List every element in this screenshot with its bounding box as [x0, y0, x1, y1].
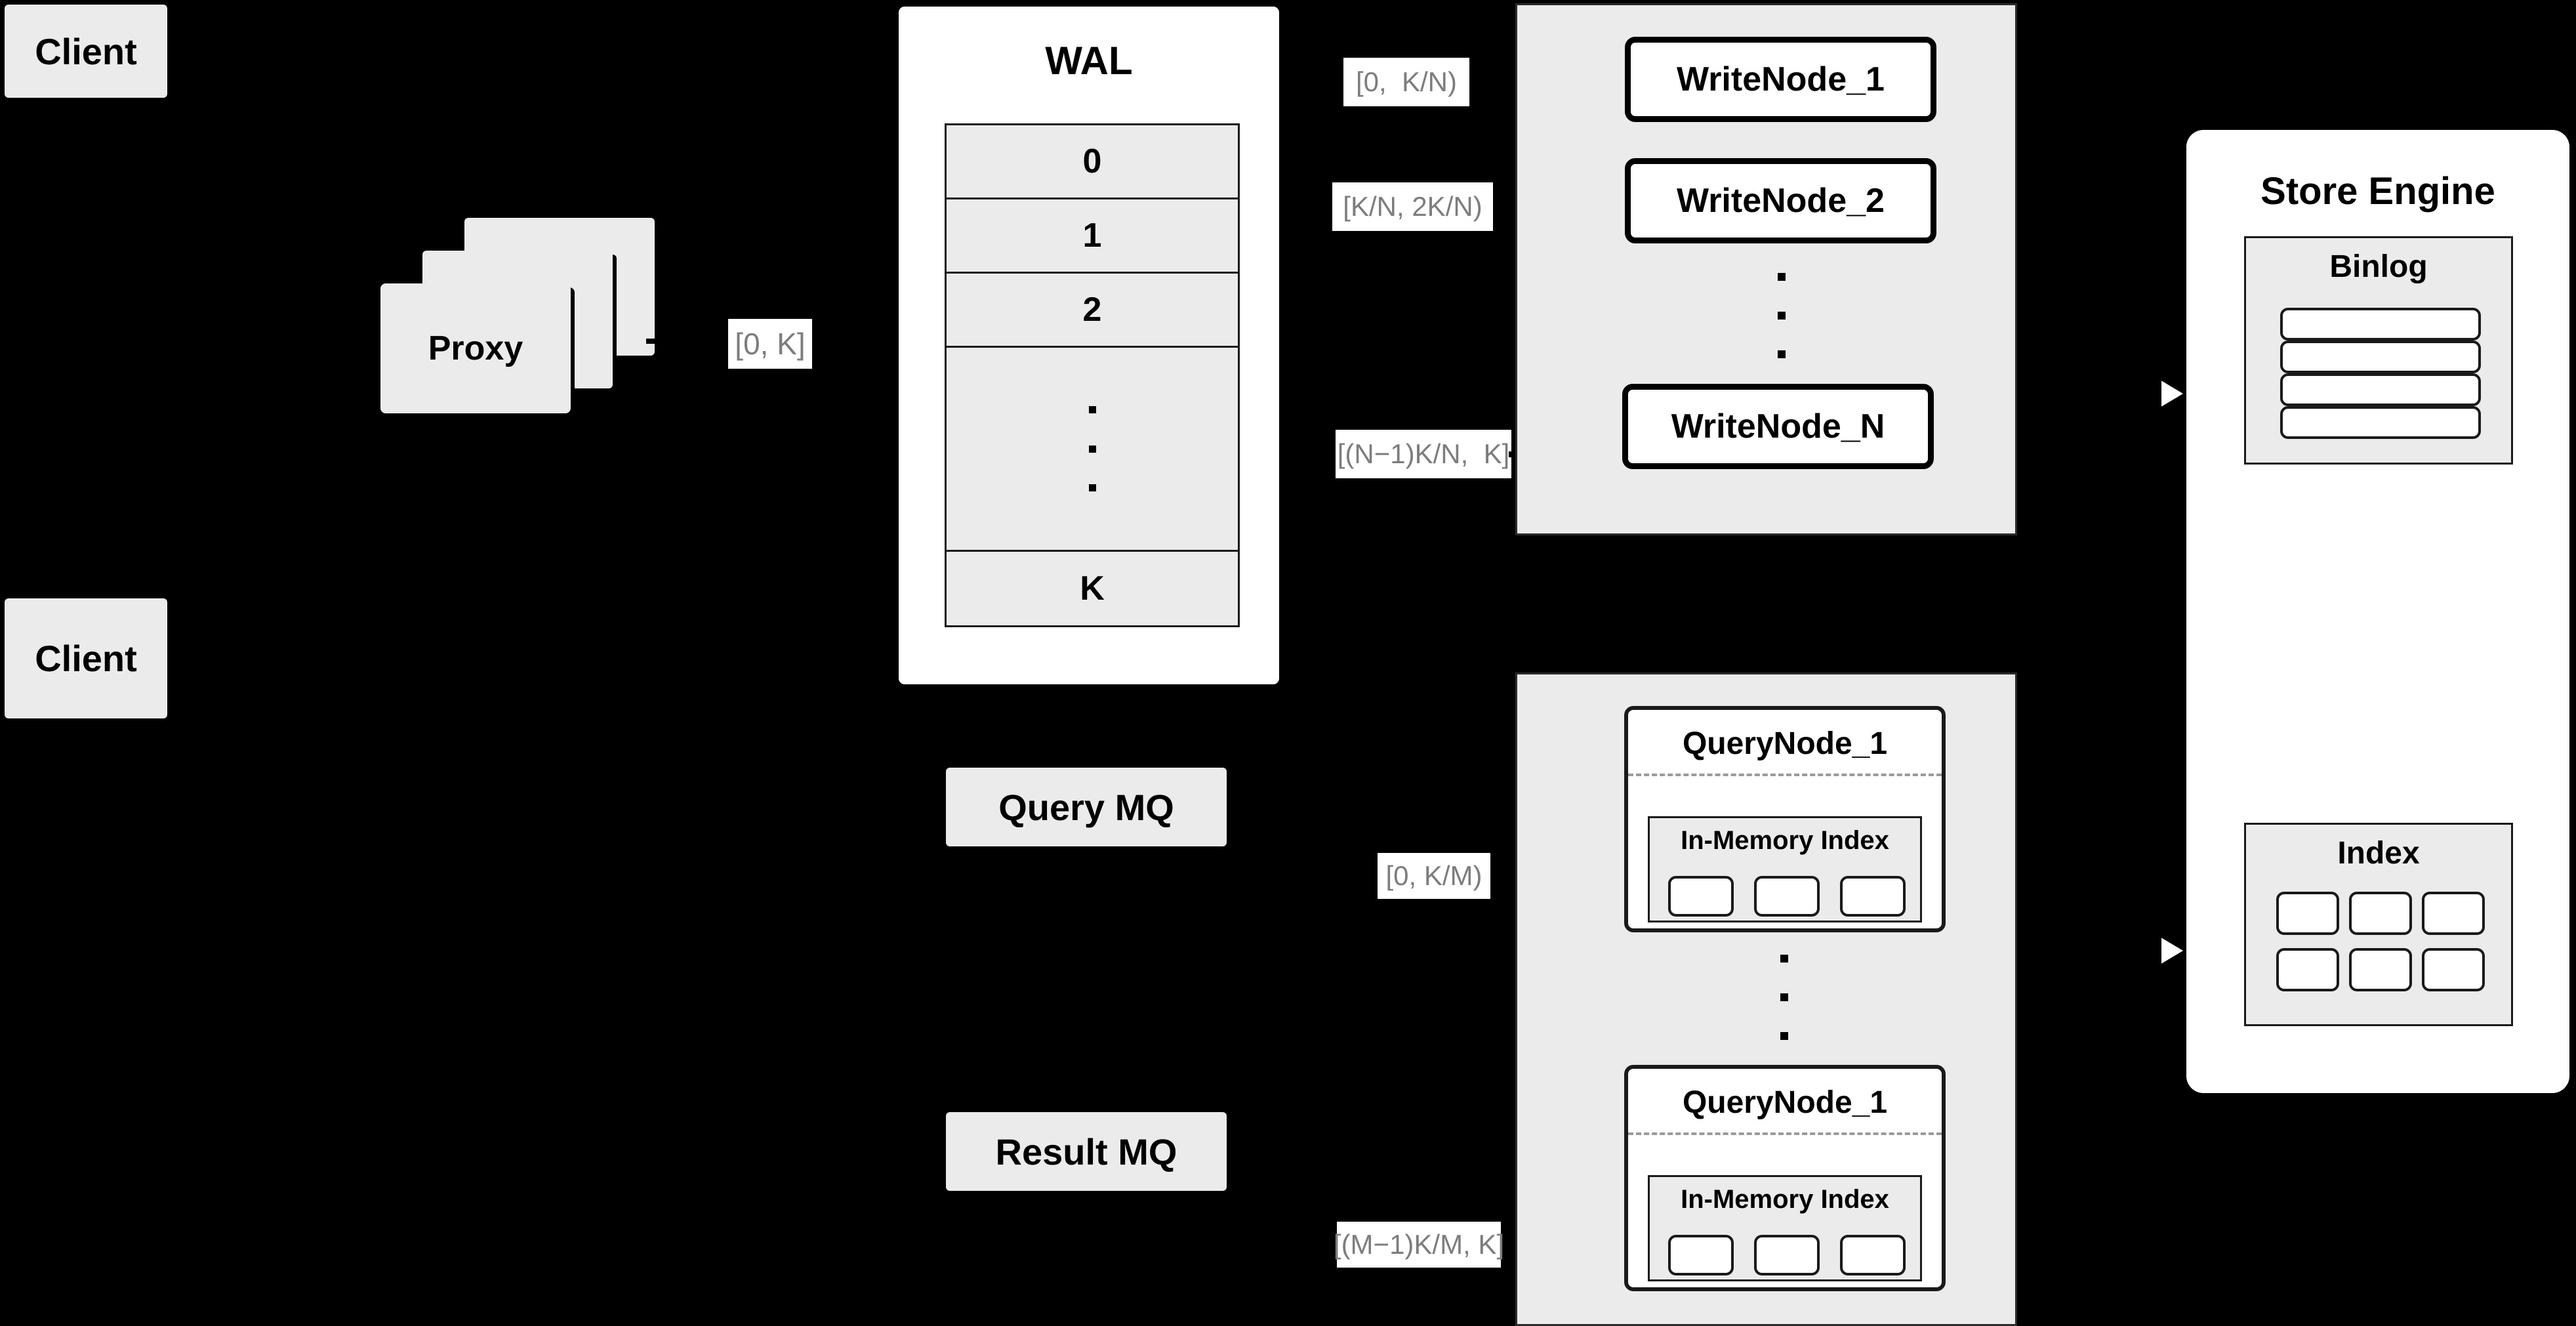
query-node-title: QueryNode_1 — [1682, 1085, 1888, 1120]
in-memory-index-title: In-Memory Index — [1681, 1185, 1889, 1214]
write-node-label: WriteNode_1 — [1677, 60, 1885, 98]
binlog-panel: Binlog — [2244, 236, 2513, 465]
proxy-to-wal-connector — [646, 339, 672, 344]
edge-label-text: [(M−1)K/M, K] — [1333, 1229, 1505, 1260]
edge-label-text: [0, K] — [735, 327, 806, 361]
query-node-divider — [1628, 774, 1942, 776]
edge-label-query-node-1: [0, K/M) — [1378, 853, 1490, 899]
arrow-shaft — [2117, 391, 2161, 396]
wal-row-label: 2 — [1082, 291, 1102, 329]
wal-title: WAL — [1045, 39, 1133, 83]
wal-row-label: K — [1080, 570, 1105, 608]
index-cell[interactable] — [1840, 1235, 1906, 1275]
result-mq-label: Result MQ — [995, 1130, 1177, 1172]
edge-label-query-node-m: [(M−1)K/M, K] — [1333, 1222, 1505, 1268]
index-cell[interactable] — [2349, 948, 2412, 991]
index-cell[interactable] — [1668, 1235, 1734, 1275]
wal-row[interactable]: K — [947, 552, 1238, 625]
proxy-card-front[interactable]: Proxy — [380, 283, 571, 413]
write-node-2[interactable]: WriteNode_2 — [1625, 158, 1936, 243]
index-cell-row — [2276, 948, 2485, 991]
arrow-to-binlog — [2117, 374, 2194, 413]
index-cell[interactable] — [2349, 892, 2412, 935]
wal-row[interactable]: 0 — [947, 125, 1238, 199]
query-node-divider — [1628, 1132, 1942, 1135]
edge-label-text: [K/N, 2K/N) — [1343, 191, 1482, 222]
client-box-1[interactable]: Client — [5, 5, 167, 98]
binlog-row[interactable] — [2280, 308, 2481, 341]
query-mq-label: Query MQ — [998, 786, 1174, 828]
index-cell[interactable] — [2276, 892, 2339, 935]
index-cell[interactable] — [1754, 1235, 1820, 1275]
arrow-shaft — [2117, 948, 2161, 953]
wal-row[interactable]: 2 — [947, 274, 1238, 348]
index-cell[interactable] — [2276, 948, 2339, 991]
in-memory-index-panel-2: In-Memory Index — [1648, 1175, 1922, 1281]
binlog-row[interactable] — [2280, 373, 2481, 406]
in-memory-index-cells — [1668, 1235, 1906, 1275]
write-node-n[interactable]: WriteNode_N — [1622, 384, 1934, 469]
arrow-to-index — [2117, 931, 2194, 970]
index-cell[interactable] — [2422, 892, 2485, 935]
wal-row-list: 0 1 2 K — [945, 123, 1240, 627]
index-title: Index — [2337, 836, 2420, 871]
query-cluster-ellipsis-icon — [1774, 955, 1794, 1040]
query-node-1[interactable]: QueryNode_1 In-Memory Index — [1624, 706, 1946, 932]
edge-label-text: [0, K/M) — [1385, 860, 1482, 891]
index-panel: Index — [2244, 823, 2513, 1026]
binlog-row[interactable] — [2280, 341, 2481, 373]
edge-label-proxy-to-wal: [0, K] — [728, 319, 812, 369]
vertical-ellipsis-icon — [1088, 406, 1096, 491]
index-cell[interactable] — [1668, 876, 1734, 917]
in-memory-index-panel-1: In-Memory Index — [1648, 816, 1922, 922]
write-cluster-container: WriteNode_1 WriteNode_2 WriteNode_N — [1515, 3, 2017, 535]
in-memory-index-cells — [1668, 876, 1906, 917]
wal-row-label: 1 — [1082, 217, 1102, 255]
query-cluster-container: QueryNode_1 In-Memory Index QueryNode_1 … — [1515, 673, 2017, 1326]
query-node-2[interactable]: QueryNode_1 In-Memory Index — [1624, 1065, 1946, 1291]
binlog-row-list — [2280, 308, 2481, 439]
client-label-1: Client — [35, 30, 137, 72]
store-engine-panel: Store Engine Binlog Index — [2186, 130, 2569, 1093]
proxy-stack[interactable]: Proxy — [380, 218, 663, 434]
index-cell[interactable] — [1840, 876, 1906, 917]
index-cell[interactable] — [2422, 948, 2485, 991]
write-node-1[interactable]: WriteNode_1 — [1625, 37, 1936, 122]
client-box-2[interactable]: Client — [5, 598, 167, 718]
edge-label-write-node-2: [K/N, 2K/N) — [1332, 182, 1493, 231]
query-mq-box[interactable]: Query MQ — [946, 768, 1227, 846]
wal-row[interactable]: 1 — [947, 199, 1238, 274]
edge-label-text: [0, K/N) — [1355, 66, 1458, 97]
edge-label-write-node-n: [(N−1)K/N, K] — [1336, 430, 1511, 478]
open-arrow-head-icon — [2158, 933, 2188, 968]
wal-panel: WAL 0 1 2 K — [895, 3, 1282, 688]
store-engine-title: Store Engine — [2260, 170, 2495, 213]
index-cell[interactable] — [1754, 876, 1820, 917]
proxy-label: Proxy — [428, 329, 523, 367]
index-cell-row — [2276, 892, 2485, 935]
binlog-row[interactable] — [2280, 406, 2481, 439]
write-cluster-ellipsis-icon — [1772, 273, 1791, 358]
result-mq-box[interactable]: Result MQ — [946, 1112, 1227, 1191]
edge-label-write-node-1: [0, K/N) — [1343, 58, 1469, 106]
wal-row-label: 0 — [1082, 142, 1102, 180]
wal-row-ellipsis — [947, 348, 1238, 552]
write-node-label: WriteNode_N — [1671, 407, 1885, 445]
query-node-title: QueryNode_1 — [1682, 726, 1888, 761]
open-arrow-head-icon — [2158, 376, 2188, 411]
client-label-2: Client — [35, 638, 137, 679]
write-node-label: WriteNode_2 — [1677, 182, 1885, 220]
in-memory-index-title: In-Memory Index — [1681, 826, 1889, 855]
edge-label-text: [(N−1)K/N, K] — [1337, 438, 1510, 469]
index-cell-grid — [2276, 892, 2485, 991]
binlog-title: Binlog — [2329, 249, 2428, 284]
